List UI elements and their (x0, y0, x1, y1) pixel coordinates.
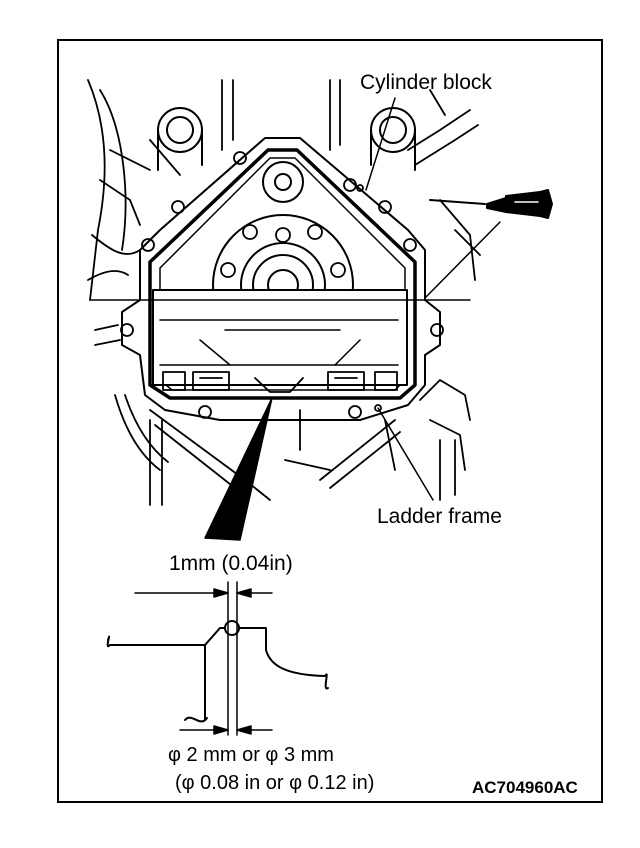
detail-section (106, 620, 329, 723)
flange-outline (121, 137, 441, 421)
figure-code: AC704960AC (472, 778, 578, 797)
sealant-bead (148, 148, 417, 400)
detail-callout (204, 397, 273, 541)
cylinder-block-label: Cylinder block (360, 71, 492, 94)
ladder-frame-box (89, 289, 471, 386)
upper-bosses (157, 107, 416, 171)
ladder-frame-label: Ladder frame (377, 505, 502, 528)
diameter-label-imperial: (φ 0.08 in or φ 0.12 in) (175, 772, 375, 794)
sealant-tube-icon (429, 189, 553, 219)
gap-dimension-label: 1mm (0.04in) (169, 552, 293, 575)
dimension-diameter (179, 725, 273, 735)
leader-lines (365, 97, 501, 501)
ladder-frame-bolts (162, 371, 398, 393)
diameter-label-metric: φ 2 mm or φ 3 mm (168, 744, 334, 766)
dimension-gap (134, 581, 273, 736)
flange-bolt-holes (120, 151, 444, 419)
